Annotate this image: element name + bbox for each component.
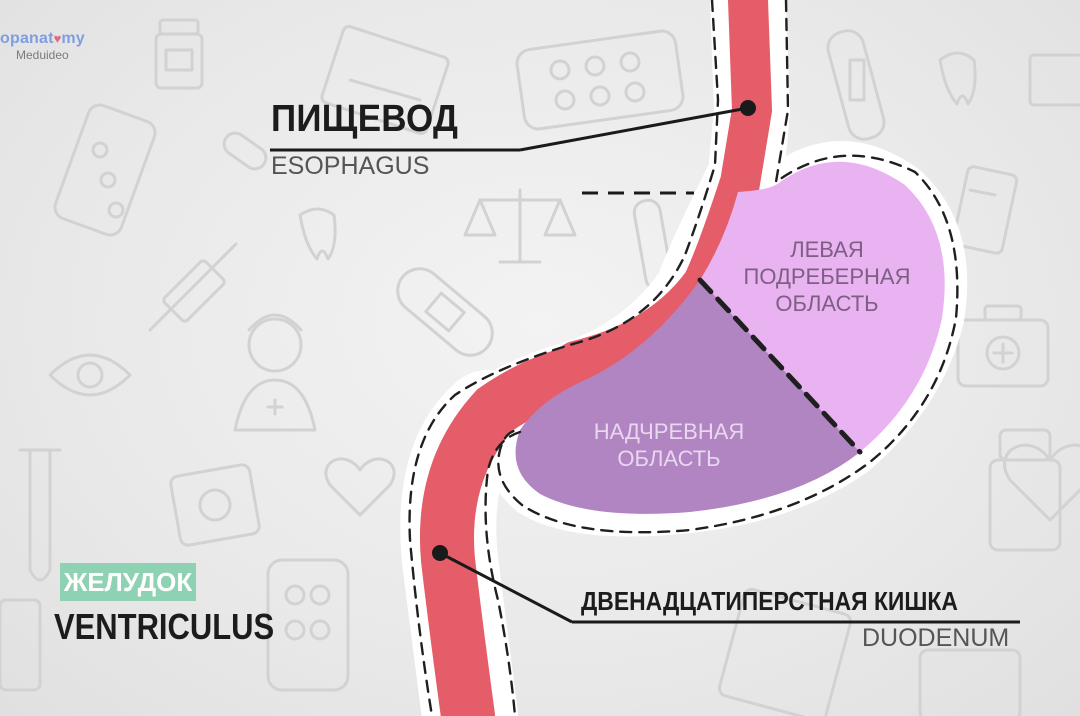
duodenum-label-en: DUODENUM [862,624,1010,652]
eye-icon [48,353,132,397]
scale-icon [463,188,577,264]
region-label-line: ОБЛАСТЬ [617,446,721,471]
duodenum-pointer [439,551,573,624]
left-hypochondriac-region [700,161,945,453]
heart-icon: ♥ [53,31,62,46]
background-icons [0,18,1080,716]
pill-blister-icon [515,29,685,131]
test-tube-icon [18,448,62,582]
duodenum-marker-dot [432,545,448,561]
region-label-line: ОБЛАСТЬ [775,291,879,316]
logo-subtitle: Meduideo [16,48,69,62]
stomach-label-en: VENTRICULUS [54,606,275,647]
pill-blister-icon [266,558,350,692]
logo-brand-part2: my [61,30,85,47]
esophagus-label-en: ESOPHAGUS [271,152,430,180]
heart-icon [1003,443,1080,522]
pill-bottle-icon [0,598,42,692]
duodenum-label-ru: ДВЕНАДЦАТИПЕРСТНАЯ КИШКА [581,586,958,616]
logo-brand-part1: opanat [0,30,54,47]
region-label-line: НАДЧРЕВНАЯ [593,419,745,444]
first-aid-kit-icon [918,648,1022,716]
esophagus-marker-dot [740,100,756,116]
clipboard-icon [1028,53,1080,107]
brand-logo: opanat♥my Meduideo [0,30,85,62]
first-aid-kit-icon [169,463,261,547]
left-hypochondriac-label: ЛЕВАЯ ПОДРЕБЕРНАЯ ОБЛАСТЬ [732,236,922,317]
nurse-icon [233,313,317,432]
stomach-illustration [270,0,1020,716]
esophagus-pointer [519,106,749,152]
heart-icon [324,457,396,517]
clipboard-icon [320,25,450,135]
epigastric-label: НАДЧРЕВНАЯ ОБЛАСТЬ [584,418,754,472]
pill-bottle-icon [988,428,1062,552]
tooth-icon [298,207,337,261]
test-tube-icon [951,165,1019,255]
esophagus-tube [718,0,773,215]
tooth-icon [938,51,977,106]
test-tube-icon [826,29,886,141]
duodenum-tube [420,345,602,716]
dashed-contours [408,0,959,716]
region-label-line: ЛЕВАЯ [790,237,864,262]
region-label-line: ПОДРЕБЕРНАЯ [743,264,911,289]
pill-bottle-icon [154,18,204,90]
esophagus-label-ru: ПИЩЕВОД [271,98,459,140]
syringe-icon [148,242,238,332]
pill-icon [222,131,268,171]
epigastric-region [515,280,860,514]
label-pointers [270,106,1020,624]
bandage-icon [396,267,494,357]
first-aid-kit-icon [956,304,1050,388]
pill-blister-icon [53,103,157,237]
clipboard-icon [717,587,853,716]
stomach-label-ru: ЖЕЛУДОК [60,563,196,601]
